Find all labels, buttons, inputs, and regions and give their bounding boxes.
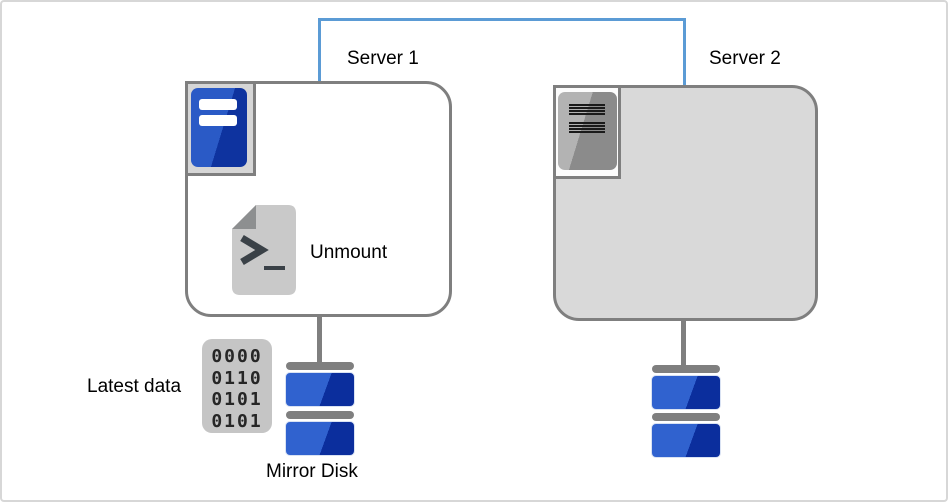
server1-disk-connector: [317, 312, 322, 364]
binary-row: 0000: [211, 346, 263, 367]
unmount-label: Unmount: [310, 242, 388, 263]
disk-icon: [285, 372, 355, 407]
server2-label: Server 2: [709, 48, 781, 69]
shell-prompt-icon: [240, 234, 269, 266]
disk-icon: [651, 423, 721, 458]
server-vent-icon: [569, 122, 605, 133]
binary-row: 0110: [211, 367, 263, 389]
shell-script-file-icon: [232, 205, 296, 295]
mirror-disk-label: Mirror Disk: [266, 461, 358, 482]
binary-row: 0101: [211, 389, 263, 410]
disk-cap: [286, 411, 354, 419]
server-vent-icon: [569, 104, 605, 115]
server-slot-icon: [199, 99, 237, 110]
server1-label: Server 1: [347, 48, 419, 69]
binary-row: 0101: [211, 410, 263, 432]
disk-cap: [286, 362, 354, 370]
folded-corner: [232, 205, 256, 229]
disk-cap: [652, 413, 720, 421]
server2-disk-connector: [681, 316, 686, 367]
binary-data-icon: 0000 0110 0101 0101: [202, 339, 272, 433]
disk-icon: [651, 375, 721, 410]
latest-data-label: Latest data: [87, 376, 182, 397]
server-slot-icon: [199, 115, 237, 126]
disk-cap: [652, 365, 720, 373]
interconnect-link-horizontal: [318, 18, 686, 21]
interconnect-link-right-drop: [683, 18, 686, 86]
disk-icon: [285, 421, 355, 456]
interconnect-link-left-drop: [318, 18, 321, 82]
